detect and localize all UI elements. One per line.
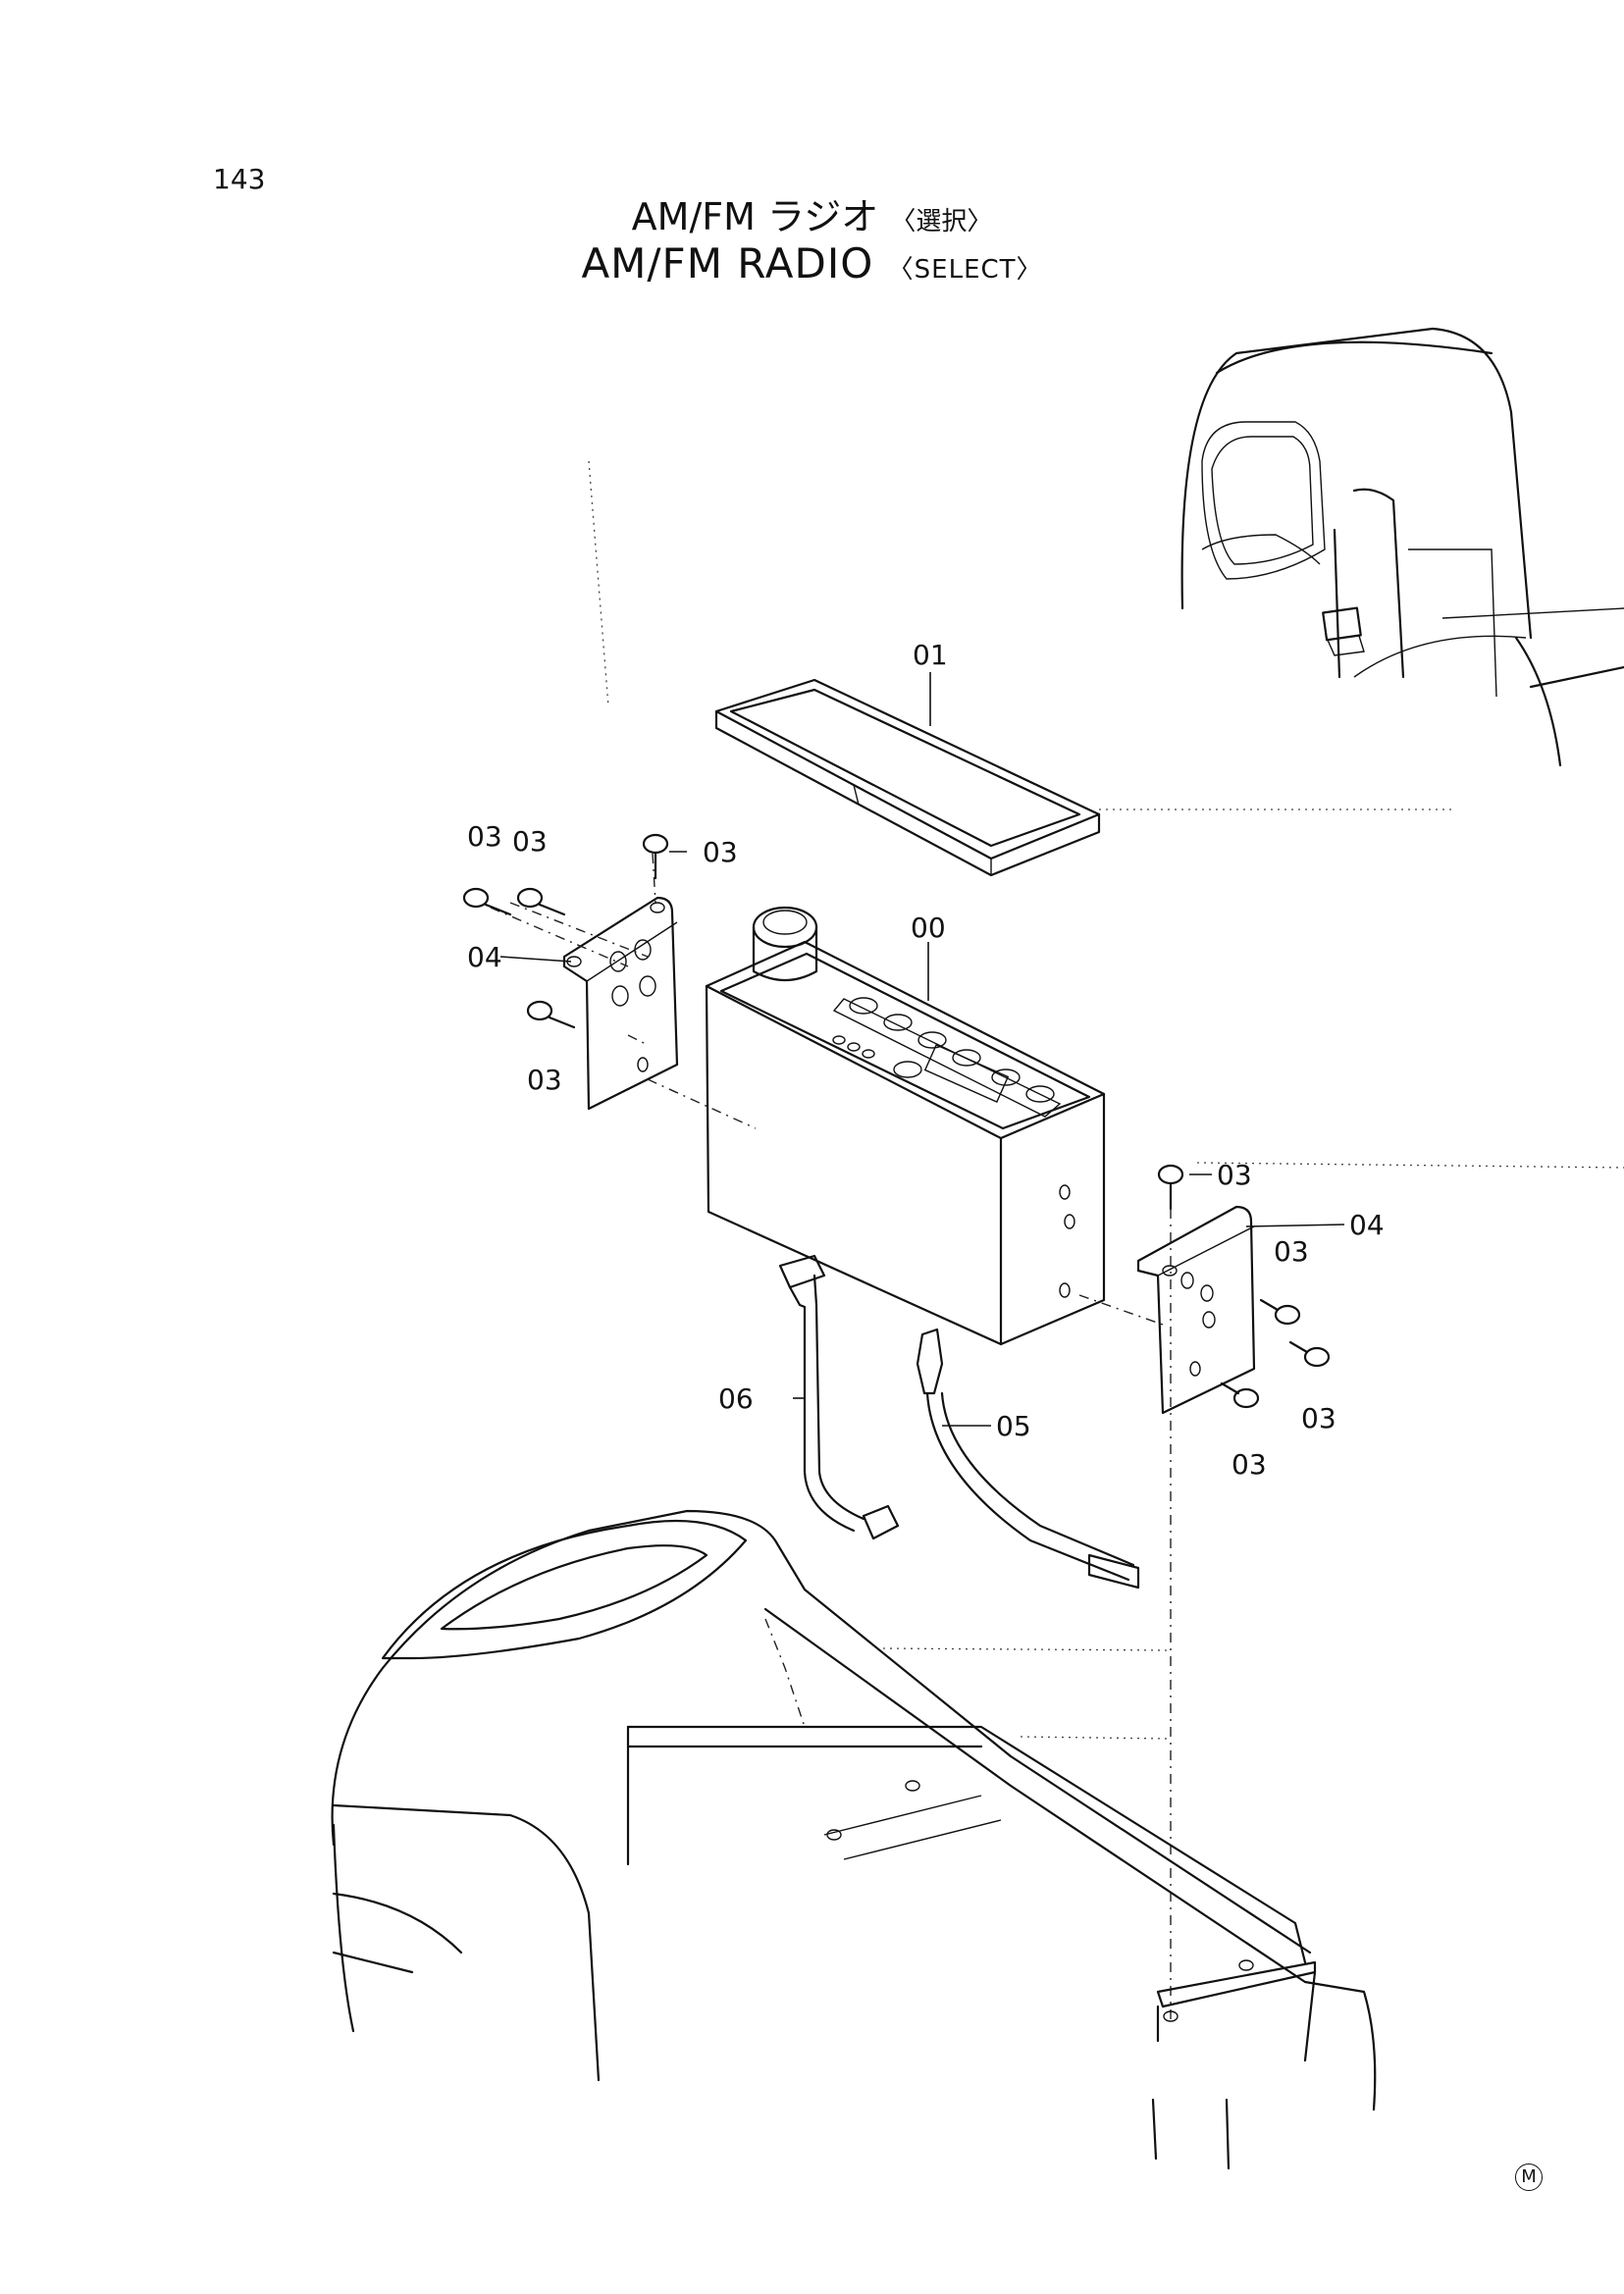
callout-03-right-a: 03	[1274, 1235, 1309, 1268]
cab-location-inset	[1180, 327, 1624, 767]
title-jp-qualifier: 〈選択〉	[890, 207, 993, 236]
title-en-main: AM/FM RADIO	[581, 239, 874, 287]
callout-05: 05	[996, 1410, 1031, 1442]
part-04-right-bracket	[1078, 1164, 1331, 2021]
part-06-harness	[778, 1254, 900, 1540]
part-01-bezel	[714, 678, 1101, 877]
callout-03-right-c: 03	[1231, 1448, 1267, 1481]
title-japanese: AM/FM ラジオ 〈選択〉	[0, 186, 1624, 240]
left-screws	[462, 833, 669, 1029]
callout-labels: 01 00 03 03 03 04 03 03 04 03 03 03 06 0…	[467, 639, 1385, 1481]
part-00-radio-unit	[627, 906, 1106, 1346]
callout-01: 01	[913, 639, 948, 671]
operator-console	[331, 1509, 1377, 2170]
callout-03-top-left-a: 03	[467, 820, 502, 853]
reference-lines	[588, 460, 1624, 1740]
callout-leaders	[499, 672, 1345, 1427]
callout-04-right: 04	[1349, 1209, 1385, 1241]
part-04-left-bracket	[490, 853, 679, 1111]
corner-mark: M	[1515, 2164, 1543, 2191]
page-number: 143	[213, 163, 266, 195]
title-jp-main: AM/FM ラジオ	[631, 195, 879, 238]
callout-03-top: 03	[703, 836, 738, 868]
callout-03-top-left-b: 03	[512, 825, 548, 858]
title-en-qualifier: 〈SELECT〉	[887, 255, 1043, 285]
callout-00: 00	[911, 912, 946, 944]
callout-03-left-bottom: 03	[527, 1064, 562, 1096]
title-english: AM/FM RADIO 〈SELECT〉	[0, 239, 1624, 287]
part-05-antenna-cable	[916, 1328, 1140, 1590]
callout-03-right-top: 03	[1217, 1159, 1252, 1191]
callout-03-right-b: 03	[1301, 1402, 1336, 1434]
callout-06: 06	[718, 1382, 754, 1415]
callout-04-left: 04	[467, 941, 502, 973]
